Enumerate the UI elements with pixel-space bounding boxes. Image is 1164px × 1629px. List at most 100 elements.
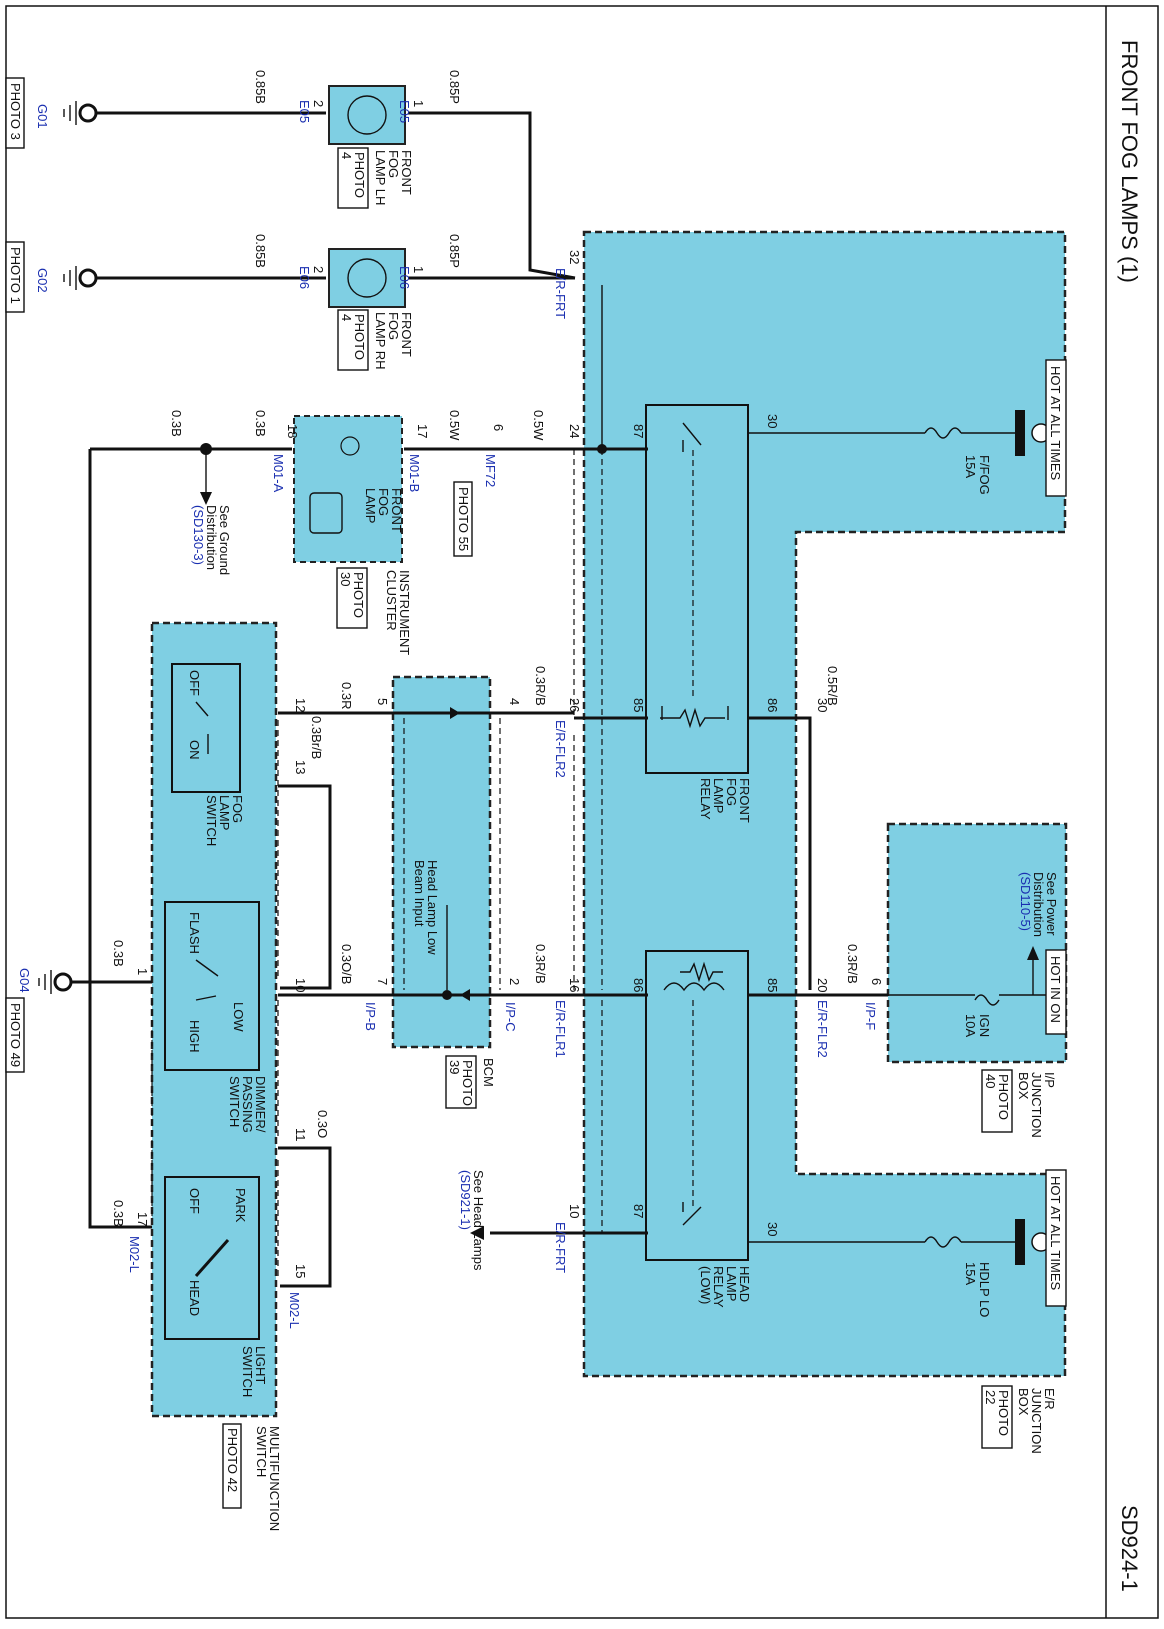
er-junction-photo-1: PHOTO [996, 1390, 1011, 1436]
fog-relay-label-4: RELAY [698, 778, 713, 820]
dimmer-low: LOW [231, 1002, 246, 1032]
fog-lamp-rh-label-3: LAMP RH [373, 312, 388, 370]
power-dist-ref-arrow-icon [1027, 946, 1039, 960]
wire-label-2: 0.85P [447, 70, 462, 104]
pin-20: 20 [815, 978, 830, 992]
fog-lamp-telltale-icon [309, 492, 343, 534]
connector-er-flr1: E/R-FLR1 [553, 1000, 568, 1058]
wire-label-10: 0.3R/B [533, 666, 548, 706]
pin-26: 26 [567, 698, 582, 712]
pin-30a: 30 [765, 414, 780, 428]
ground-g01-icon [63, 101, 98, 125]
wire-label-17: 0.3B [111, 940, 126, 967]
pin-5: 5 [375, 698, 390, 705]
cluster-label-2: CLUSTER [384, 570, 399, 631]
power-dist-ref-code: (SD110-5) [1018, 872, 1033, 931]
connector-m01-b: M01-B [407, 454, 422, 492]
pin-86a: 86 [765, 698, 780, 712]
ground-g01-label: G01 [35, 104, 50, 129]
indicator-label-1: FRONT [389, 488, 404, 533]
hot-in-on-label: HOT IN ON [1048, 956, 1063, 1023]
fog-lamp-lh-photo-2: 4 [339, 152, 354, 159]
wire-label-7: 0.5W [447, 410, 462, 441]
ign-fuse-rating: 10A [963, 1014, 978, 1037]
ffog-fuse-rating: 15A [963, 455, 978, 478]
page-frame [5, 5, 1159, 1619]
ground-g02-photo: PHOTO 1 [8, 247, 23, 304]
wire-harness [68, 111, 1065, 1288]
light-switch-label-2: SWITCH [240, 1346, 255, 1397]
connector-m02-l-b: M02-L [287, 1292, 302, 1329]
fog-lamp-lh-photo-1: PHOTO [352, 152, 367, 198]
pin-85b: 85 [765, 978, 780, 992]
multifunction-label-2: SWITCH [254, 1426, 269, 1477]
er-junction-label-1: E/R [1042, 1388, 1057, 1410]
pin-rh-2: 2 [311, 266, 326, 273]
fog-lamp-rh-housing [328, 248, 406, 308]
light-switch-frame [164, 1176, 260, 1340]
dimmer-high: HIGH [187, 1020, 202, 1053]
instrument-cluster-box [293, 415, 403, 563]
wire-label-18: 0.3B [111, 1200, 126, 1227]
pin-18: 18 [285, 424, 300, 438]
bcm-box [391, 675, 492, 1049]
bcm-input-label-2: Beam Input [412, 860, 427, 927]
pin-7: 7 [375, 978, 390, 985]
wire-label-16: 0.3O [315, 1110, 330, 1138]
head-relay-label-4: (LOW) [698, 1266, 713, 1304]
ip-junction-label-3: BOX [1016, 1072, 1031, 1100]
multifunction-photo: PHOTO 42 [225, 1428, 240, 1492]
cluster-label-1: INSTRUMENT [397, 570, 412, 655]
fog-lamp-lh-bulb-icon [347, 95, 387, 135]
fog-lamp-lh-housing [328, 85, 406, 145]
head-relay-coil-icon [663, 982, 725, 992]
head-lamps-ref: See Head Lamps [471, 1170, 486, 1271]
head-lamp-relay-frame [645, 950, 749, 1261]
fog-lamp-rh-bulb-icon [347, 258, 387, 298]
light-switch-label-1: LIGHT [253, 1346, 268, 1384]
pin-lh-1: 1 [411, 100, 426, 107]
fog-relay-contact-icon [682, 422, 702, 452]
wire-label-1: 0.85B [253, 70, 268, 104]
fog-switch-on: ON [187, 740, 202, 760]
pin-2c: 2 [507, 978, 522, 985]
pin-10b: 10 [567, 1204, 582, 1218]
hdlp-fuse-label: HDLP LO [977, 1262, 992, 1317]
pin-24: 24 [567, 424, 582, 438]
pin-30w: 30 [815, 698, 830, 712]
hdlp-fuse-icon [924, 1236, 962, 1248]
light-switch-park: PARK [233, 1188, 248, 1223]
ground-g04-label: G04 [17, 968, 32, 993]
light-switch-lever-icon [194, 1239, 230, 1277]
fog-lamp-rh-label-2: FOG [386, 312, 401, 340]
connector-e06-b: E06 [397, 266, 412, 289]
dimmer-flash: FLASH [187, 912, 202, 954]
ground-g04-photo: PHOTO 49 [8, 1003, 23, 1067]
power-dist-ref-1: See Power [1044, 872, 1059, 936]
head-relay-label-1: HEAD [737, 1266, 752, 1302]
connector-e05-a: E05 [297, 100, 312, 123]
dimmer-label-3: SWITCH [227, 1076, 242, 1127]
fog-relay-label-3: LAMP [711, 778, 726, 813]
wire-label-8: 0.5W [531, 410, 546, 441]
fog-lamp-lh-label-1: FRONT [399, 150, 414, 195]
pin-86b: 86 [631, 978, 646, 992]
bcm-label: BCM [481, 1058, 496, 1087]
head-lamps-ref-code: (SD921-1) [458, 1170, 473, 1230]
connector-e05-b: E05 [397, 100, 412, 123]
pin-32: 32 [567, 250, 582, 264]
bcm-photo-1: PHOTO [460, 1060, 475, 1106]
fog-switch-off: OFF [187, 670, 202, 696]
connector-ip-f: I/P-F [863, 1002, 878, 1030]
fog-lamp-switch-frame [171, 663, 241, 793]
bcm-input-label-1: Head Lamp Low [425, 860, 440, 955]
ign-fuse-label: IGN [977, 1014, 992, 1037]
pin-6a: 6 [491, 424, 506, 431]
head-relay-label-2: LAMP [724, 1266, 739, 1301]
indicator-bulb-icon [340, 436, 360, 456]
pin-85a: 85 [631, 698, 646, 712]
hdlp-fuse-rating: 15A [963, 1262, 978, 1285]
dimmer-label-1: DIMMER/ [253, 1076, 268, 1133]
wire-label-9: 0.3R [339, 682, 354, 709]
